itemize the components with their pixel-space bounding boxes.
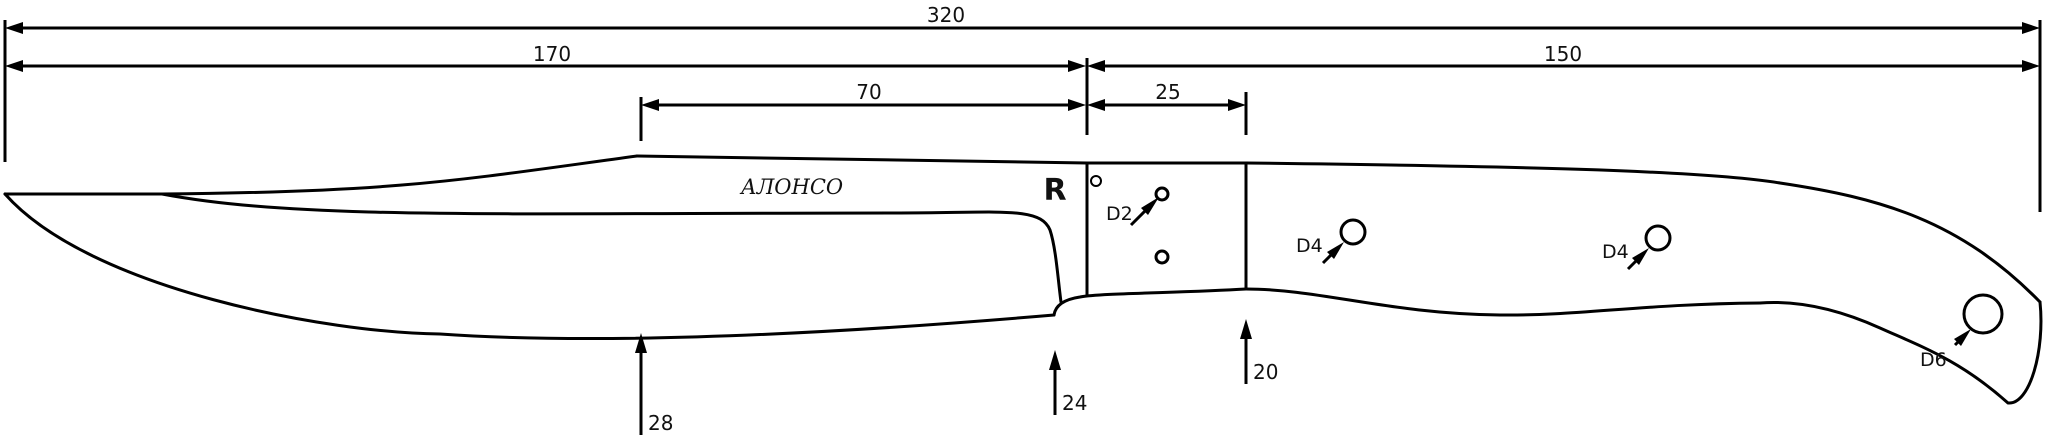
hole-circle-icon bbox=[1644, 224, 1672, 252]
grind-line bbox=[160, 192, 1063, 304]
handle-bottom-edge bbox=[1244, 287, 1762, 317]
dimension-blade: 170 bbox=[5, 42, 1086, 72]
dimension-handle: 150 bbox=[1085, 42, 2040, 135]
registered-logo: R bbox=[1043, 173, 1102, 208]
hole-pin-mid: D4 bbox=[1296, 218, 1367, 265]
thickness-label: 28 bbox=[648, 411, 673, 435]
thickness-label: 20 bbox=[1253, 360, 1278, 384]
dimension-bolster: 25 bbox=[1087, 80, 1248, 135]
arrowhead-up bbox=[1240, 319, 1252, 339]
hole-circle-icon bbox=[1962, 293, 2004, 335]
hole-circle-icon bbox=[1339, 218, 1367, 246]
leader-arrowhead bbox=[1954, 329, 1971, 346]
thickness-mark-2: 24 bbox=[1049, 350, 1087, 415]
thickness-mark-3: 20 bbox=[1240, 319, 1278, 384]
hole-pin-small: D2 bbox=[1106, 186, 1170, 265]
arrowhead-right bbox=[1068, 99, 1086, 111]
dimension-spine-section: 70 bbox=[639, 80, 1086, 141]
knife-outline bbox=[3, 154, 2043, 405]
thickness-mark-1: 28 bbox=[635, 333, 673, 435]
dimension-overall: 320 bbox=[3, 3, 2042, 212]
dimension-label: 150 bbox=[1544, 42, 1582, 66]
dimension-label: 25 bbox=[1155, 80, 1180, 104]
arrowhead-right bbox=[2022, 22, 2040, 34]
hole-pin-rear: D4 bbox=[1602, 224, 1672, 271]
hole-label: D4 bbox=[1296, 235, 1323, 257]
hole-label: D2 bbox=[1106, 203, 1133, 225]
logo-dot-icon bbox=[1090, 175, 1102, 187]
dimension-label: 320 bbox=[927, 3, 965, 27]
bolster-bottom bbox=[1052, 287, 1248, 317]
swedge-curve bbox=[160, 154, 639, 196]
hole-lanyard: D6 bbox=[1920, 293, 2004, 371]
arrowhead-left bbox=[1087, 99, 1105, 111]
thickness-label: 24 bbox=[1062, 391, 1087, 415]
handle-butt bbox=[1758, 300, 2043, 405]
arrowhead-right bbox=[1068, 60, 1086, 72]
blade-cutting-edge bbox=[3, 192, 1056, 341]
arrowhead-left bbox=[641, 99, 659, 111]
hole-label: D6 bbox=[1920, 349, 1947, 371]
leader-arrowhead bbox=[1327, 242, 1344, 259]
dimension-label: 70 bbox=[856, 80, 881, 104]
logo-letter: R bbox=[1043, 173, 1066, 208]
brand-text: АЛОНСО bbox=[739, 175, 843, 199]
arrowhead-right bbox=[2022, 60, 2040, 72]
arrowhead-right bbox=[1228, 99, 1246, 111]
arrowhead-up bbox=[635, 333, 647, 353]
hole-label: D4 bbox=[1602, 241, 1629, 263]
leader-arrowhead bbox=[1632, 248, 1649, 265]
arrowhead-left bbox=[5, 60, 23, 72]
hole-circle-icon bbox=[1154, 249, 1170, 265]
arrowhead-left bbox=[5, 22, 23, 34]
handle-top-edge bbox=[1085, 161, 2042, 304]
leader-arrowhead bbox=[1141, 197, 1159, 215]
arrowhead-left bbox=[1087, 60, 1105, 72]
dimension-label: 170 bbox=[533, 42, 571, 66]
arrowhead-up bbox=[1049, 350, 1061, 370]
blade-spine bbox=[635, 154, 1089, 165]
